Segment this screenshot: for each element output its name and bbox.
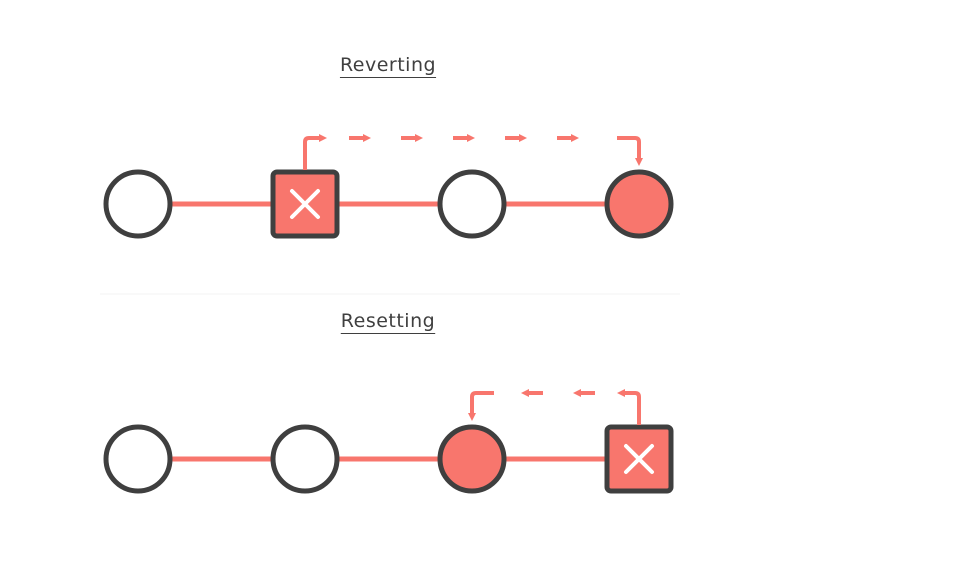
commit-node xyxy=(103,169,173,239)
commit-node xyxy=(270,424,340,494)
arrow-end-segment xyxy=(617,136,643,166)
resetting-title: Resetting xyxy=(340,310,436,332)
x-icon xyxy=(624,444,654,474)
arrow-start-segment xyxy=(617,389,641,425)
commit-node xyxy=(103,424,173,494)
reverting-title: Reverting xyxy=(339,54,437,76)
commit-node xyxy=(437,169,507,239)
commit-node-highlighted xyxy=(437,424,507,494)
x-icon xyxy=(290,189,320,219)
arrow-start-segment xyxy=(303,134,327,170)
arrow-end-segment xyxy=(468,391,494,421)
commit-node-highlighted xyxy=(604,169,674,239)
